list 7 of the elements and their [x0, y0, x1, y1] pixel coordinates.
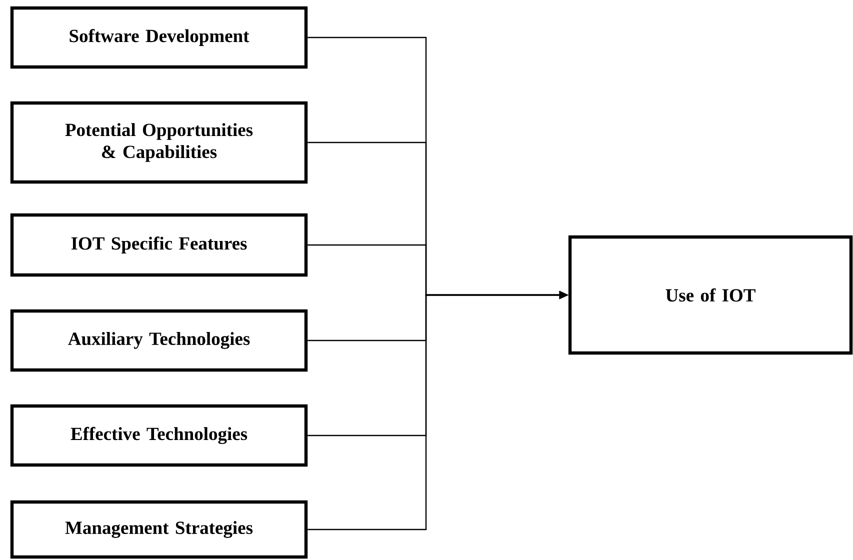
process-box: Potential Opportunities & Capabilities [10, 101, 308, 184]
process-box: Software Development [10, 6, 308, 69]
process-box: Effective Technologies [10, 404, 308, 467]
process-box: Auxiliary Technologies [10, 309, 308, 372]
process-box: Use of IOT [568, 235, 853, 355]
process-box: Management Strategies [10, 500, 308, 559]
process-box: IOT Specific Features [10, 213, 308, 277]
